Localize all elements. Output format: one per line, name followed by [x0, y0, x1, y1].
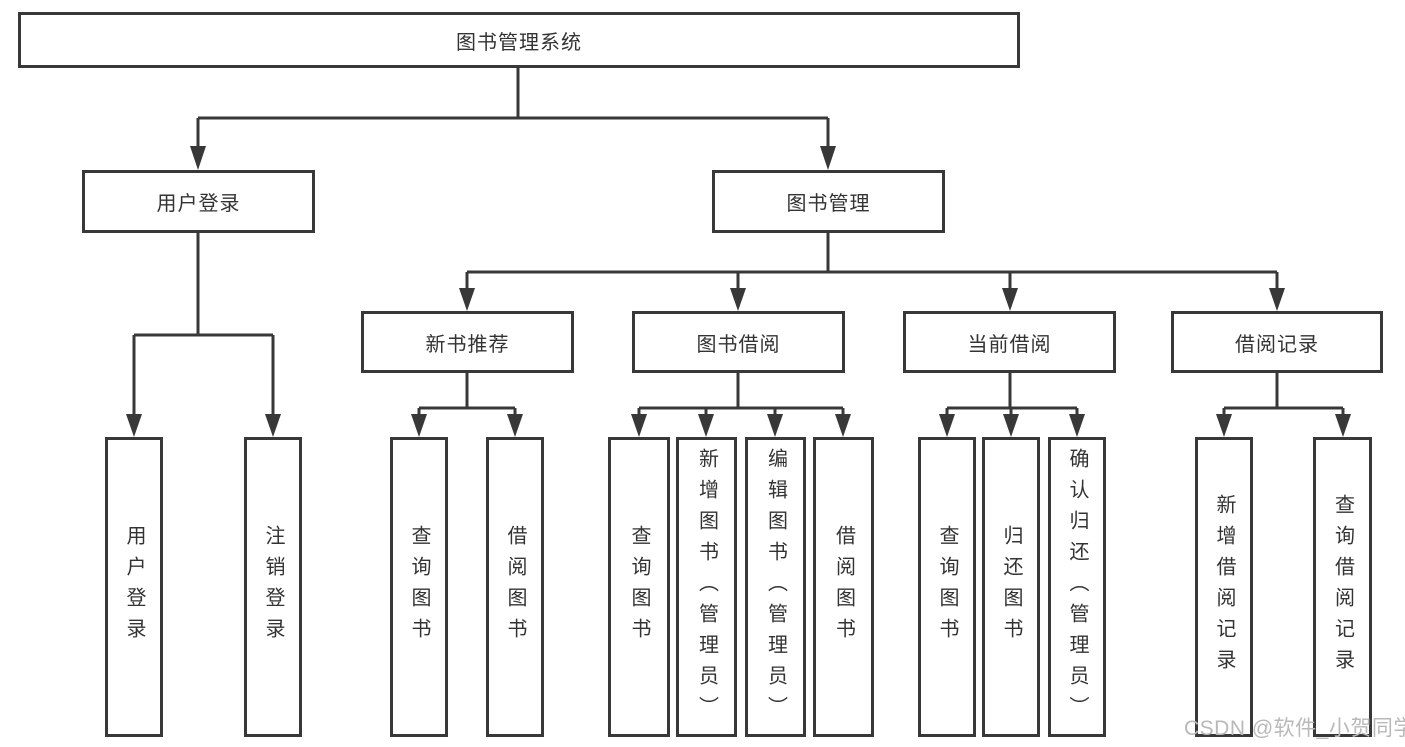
node-label: 借阅记录 — [1235, 333, 1319, 356]
node-book-management: 图书管理 — [712, 170, 945, 233]
leaf-borrow-books-recommend: 借阅图书 — [486, 437, 544, 737]
leaf-edit-books-admin: 编辑图书（管理员） — [745, 437, 806, 737]
leaf-return-books: 归还图书 — [982, 437, 1040, 737]
node-label: 图书管理 — [786, 193, 871, 215]
node-new-book-recommend: 新书推荐 — [361, 311, 574, 373]
leaf-query-books-recommend: 查询图书 — [390, 437, 448, 737]
leaf-query-books-borrow: 查询图书 — [608, 437, 670, 737]
arrowheads — [126, 146, 1351, 437]
leaf-add-books-admin: 新增图书（管理员） — [676, 437, 737, 737]
node-label: 用户登录 — [156, 193, 241, 215]
leaf-label: 编辑图书（管理员） — [764, 447, 787, 727]
node-label: 图书借阅 — [696, 333, 781, 356]
leaf-label: 新增借阅记录 — [1213, 494, 1235, 680]
leaf-borrow-books: 借阅图书 — [813, 437, 874, 737]
csdn-watermark: CSDN @软件_小贺同学 — [1184, 717, 1405, 740]
node-book-borrow: 图书借阅 — [632, 311, 845, 373]
leaf-add-borrow-record: 新增借阅记录 — [1195, 437, 1253, 737]
leaf-label: 查询图书 — [408, 525, 430, 649]
leaf-label: 查询图书 — [628, 525, 650, 649]
leaf-logout: 注销登录 — [244, 437, 302, 737]
leaf-label: 查询图书 — [936, 525, 958, 649]
leaf-label: 借阅图书 — [504, 525, 526, 649]
leaf-label: 归还图书 — [1000, 525, 1022, 649]
node-borrow-records: 借阅记录 — [1171, 311, 1383, 373]
leaf-query-books-current: 查询图书 — [918, 437, 976, 737]
node-user-login: 用户登录 — [82, 170, 315, 233]
node-root-system: 图书管理系统 — [18, 12, 1020, 68]
node-label: 当前借阅 — [967, 333, 1052, 356]
node-current-borrow: 当前借阅 — [903, 311, 1116, 373]
node-label: 新书推荐 — [425, 333, 510, 356]
node-label: 图书管理系统 — [456, 31, 582, 54]
leaf-label: 查询借阅记录 — [1331, 494, 1354, 680]
leaf-label: 新增图书（管理员） — [695, 447, 718, 727]
leaf-label: 用户登录 — [123, 525, 145, 649]
leaf-query-borrow-record: 查询借阅记录 — [1313, 437, 1372, 737]
leaf-label: 借阅图书 — [832, 525, 855, 649]
leaf-confirm-return-admin: 确认归还（管理员） — [1048, 437, 1106, 737]
leaf-label: 注销登录 — [262, 525, 284, 649]
leaf-user-login: 用户登录 — [105, 437, 163, 737]
leaf-label: 确认归还（管理员） — [1066, 447, 1088, 727]
